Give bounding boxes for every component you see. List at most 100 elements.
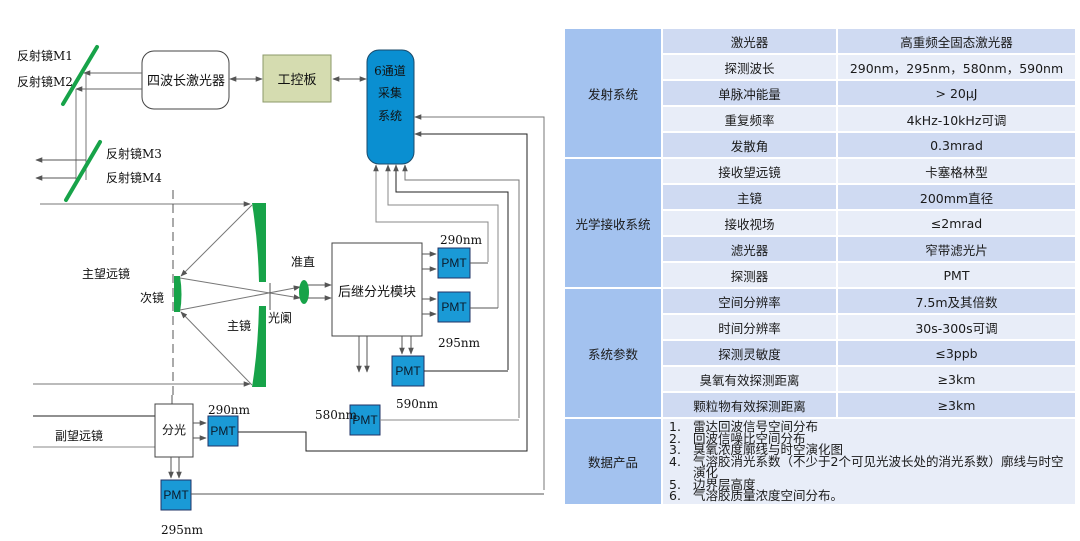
control-board-box: [262, 54, 332, 103]
param-key: 探测灵敏度: [663, 341, 836, 365]
primary-mirror-label: 主镜: [227, 318, 251, 333]
table-row: 滤光器窄带滤光片: [565, 237, 1075, 261]
table-row: 发射系统激光器高重频全固态激光器: [565, 29, 1075, 157]
list-item: 3. 臭氧浓度廓线与时空演化图: [667, 444, 1071, 456]
param-value: 0.3mrad: [838, 133, 1075, 157]
collimator-label: 准直: [291, 255, 315, 269]
param-value: 30s-300s可调: [838, 315, 1075, 339]
control-board-label: 工控板: [277, 73, 316, 88]
list-item: 4. 气溶胶消光系数（不少于2个可见光波长处的消光系数）廓线与时空演化: [667, 453, 1071, 480]
svg-text:PMT: PMT: [441, 300, 467, 314]
svg-text:PMT: PMT: [441, 256, 467, 270]
svg-text:PMT: PMT: [210, 424, 236, 438]
pmt-main-295-label: 295nm: [438, 336, 481, 350]
mirror-m1-m2: [61, 45, 99, 106]
pmt-main-580-label: 580nm: [315, 408, 358, 422]
param-key: 探测器: [663, 263, 836, 287]
acquisition-label-1: 6通道: [374, 64, 406, 78]
param-key: 探测波长: [663, 55, 836, 79]
pmt-main-290-label: 290nm: [440, 233, 483, 247]
table-row: 探测灵敏度≤3ppb: [565, 341, 1075, 365]
relay-module-label: 后继分光模块: [338, 285, 416, 300]
primary-mirror-lower: [252, 306, 266, 387]
param-key: 接收望远镜: [663, 159, 836, 183]
pmt-aux-295-label: 295nm: [161, 523, 204, 537]
param-key: 空间分辨率: [663, 289, 836, 313]
param-value: ≥3km: [838, 393, 1075, 417]
param-value: 7.5m及其倍数: [838, 289, 1075, 313]
laser-box: [141, 50, 230, 110]
main-telescope-label: 主望远镜: [82, 266, 130, 281]
group-label: 系统参数: [565, 289, 661, 417]
param-value: 高重频全固态激光器: [838, 29, 1075, 53]
group-label: 光学接收系统: [565, 159, 661, 287]
list-item-text: 雷达回波信号空间分布: [693, 419, 819, 434]
svg-text:PMT: PMT: [163, 488, 189, 502]
param-value: ≤3ppb: [838, 341, 1075, 365]
list-item-text: 臭氧浓度廓线与时空演化图: [693, 442, 844, 457]
list-item-number: 2.: [669, 430, 681, 446]
table-row: 单脉冲能量> 20μJ: [565, 81, 1075, 105]
param-value: ≤2mrad: [838, 211, 1075, 235]
list-item: 1. 雷达回波信号空间分布: [667, 421, 1071, 433]
svg-text:PMT: PMT: [395, 364, 421, 378]
pmt-aux-290: PMT: [207, 415, 239, 447]
relay-splitter-module: [331, 242, 423, 337]
list-item: 5. 边界层高度: [667, 476, 1071, 492]
aperture-label: 光阑: [268, 310, 292, 325]
list-item-number: 1.: [669, 419, 681, 434]
param-value: 200mm直径: [838, 185, 1075, 209]
list-item-number: 6.: [669, 488, 681, 503]
param-key: 发散角: [663, 133, 836, 157]
param-value: 窄带滤光片: [838, 237, 1075, 261]
table-row: 光学接收系统接收望远镜卡塞格林型: [565, 159, 1075, 287]
param-value: 卡塞格林型: [838, 159, 1075, 183]
param-key: 主镜: [663, 185, 836, 209]
list-item-number: 5.: [669, 476, 681, 492]
mirror-m1-label: 反射镜M1: [17, 48, 73, 63]
secondary-mirror-label: 次镜: [140, 290, 164, 305]
param-value: 4kHz-10kHz可调: [838, 107, 1075, 131]
group-label: 数据产品: [565, 419, 661, 504]
pmt-aux-295: PMT: [160, 479, 192, 511]
table-row: 颗粒物有效探测距离≥3km: [565, 393, 1075, 417]
mirror-m3-label: 反射镜M3: [106, 146, 162, 161]
pmt-main-295: PMT: [437, 291, 471, 323]
aux-splitter-label: 分光: [162, 423, 186, 437]
mirror-m3-m4: [64, 140, 102, 202]
param-value: ≥3km: [838, 367, 1075, 391]
param-key: 重复频率: [663, 107, 836, 131]
pmt-main-590-label: 590nm: [396, 397, 439, 411]
table-row: 臭氧有效探测距离≥3km: [565, 367, 1075, 391]
param-value: 290nm，295nm，580nm，590nm: [838, 55, 1075, 79]
list-item-text: 气溶胶消光系数（不少于2个可见光波长处的消光系数）廓线与时空演化: [693, 453, 1064, 480]
collimator-lens: [299, 280, 309, 304]
table-row: 接收视场≤2mrad: [565, 211, 1075, 235]
list-item-number: 4.: [669, 453, 681, 469]
param-value: PMT: [838, 263, 1075, 287]
param-key: 接收视场: [663, 211, 836, 235]
param-key: 激光器: [663, 29, 836, 53]
pmt-main-290: PMT: [437, 247, 471, 279]
param-key: 滤光器: [663, 237, 836, 261]
param-value: > 20μJ: [838, 81, 1075, 105]
acquisition-label-2: 采集: [378, 85, 402, 100]
mirror-m2-label: 反射镜M2: [17, 74, 73, 89]
list-item: 6.气溶胶质量浓度空间分布。: [667, 490, 1071, 502]
acquisition-label-3: 系统: [378, 109, 402, 123]
list-item-number: 3.: [669, 442, 681, 457]
param-key: 颗粒物有效探测距离: [663, 393, 836, 417]
param-key: 单脉冲能量: [663, 81, 836, 105]
pmt-main-590: PMT: [391, 355, 425, 387]
list-item-text: 边界层高度: [693, 476, 756, 492]
